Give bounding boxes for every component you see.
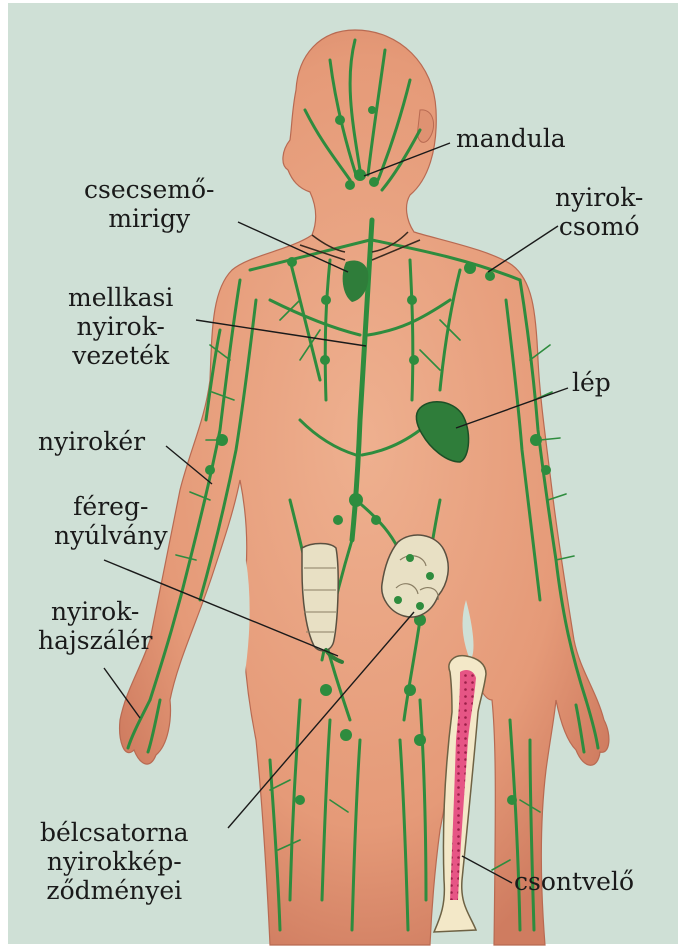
label-nyirokcsomo-line2: csomó	[555, 212, 643, 241]
label-csecsemomirigy-line1: csecsemő-	[84, 175, 214, 204]
label-fereg-line2: nyúlvány	[54, 521, 168, 550]
label-fereg: féreg- nyúlvány	[54, 492, 168, 550]
label-fereg-line1: féreg-	[54, 492, 168, 521]
label-nyiroker-text: nyirokér	[38, 427, 145, 456]
leader-nyirokcsomo	[488, 226, 558, 272]
label-belcsatorna-line3: ződményei	[40, 876, 189, 905]
label-mandula: mandula	[456, 124, 566, 153]
body-silhouette	[120, 30, 609, 945]
label-hajszaler: nyirok- hajszálér	[38, 597, 152, 655]
label-mellkasi-line1: mellkasi	[68, 283, 173, 312]
label-lep-text: lép	[572, 368, 611, 397]
label-mandula-text: mandula	[456, 124, 566, 153]
label-mellkasi: mellkasi nyirok- vezeték	[68, 283, 173, 370]
label-csecsemomirigy: csecsemő- mirigy	[84, 175, 214, 233]
label-csontvelo: csontvelő	[514, 867, 634, 896]
label-csontvelo-text: csontvelő	[514, 867, 634, 896]
label-csecsemomirigy-line2: mirigy	[84, 204, 214, 233]
label-hajszaler-line1: nyirok-	[38, 597, 152, 626]
label-belcsatorna-line1: bélcsatorna	[40, 818, 189, 847]
label-lep: lép	[572, 368, 611, 397]
label-nyirokcsomo: nyirok- csomó	[555, 183, 643, 241]
label-mellkasi-line2: nyirok-	[68, 312, 173, 341]
label-hajszaler-line2: hajszálér	[38, 626, 152, 655]
label-belcsatorna: bélcsatorna nyirokkép- ződményei	[40, 818, 189, 905]
label-nyirokcsomo-line1: nyirok-	[555, 183, 643, 212]
label-belcsatorna-line2: nyirokkép-	[40, 847, 189, 876]
label-nyiroker: nyirokér	[38, 427, 145, 456]
label-mellkasi-line3: vezeték	[68, 341, 173, 370]
